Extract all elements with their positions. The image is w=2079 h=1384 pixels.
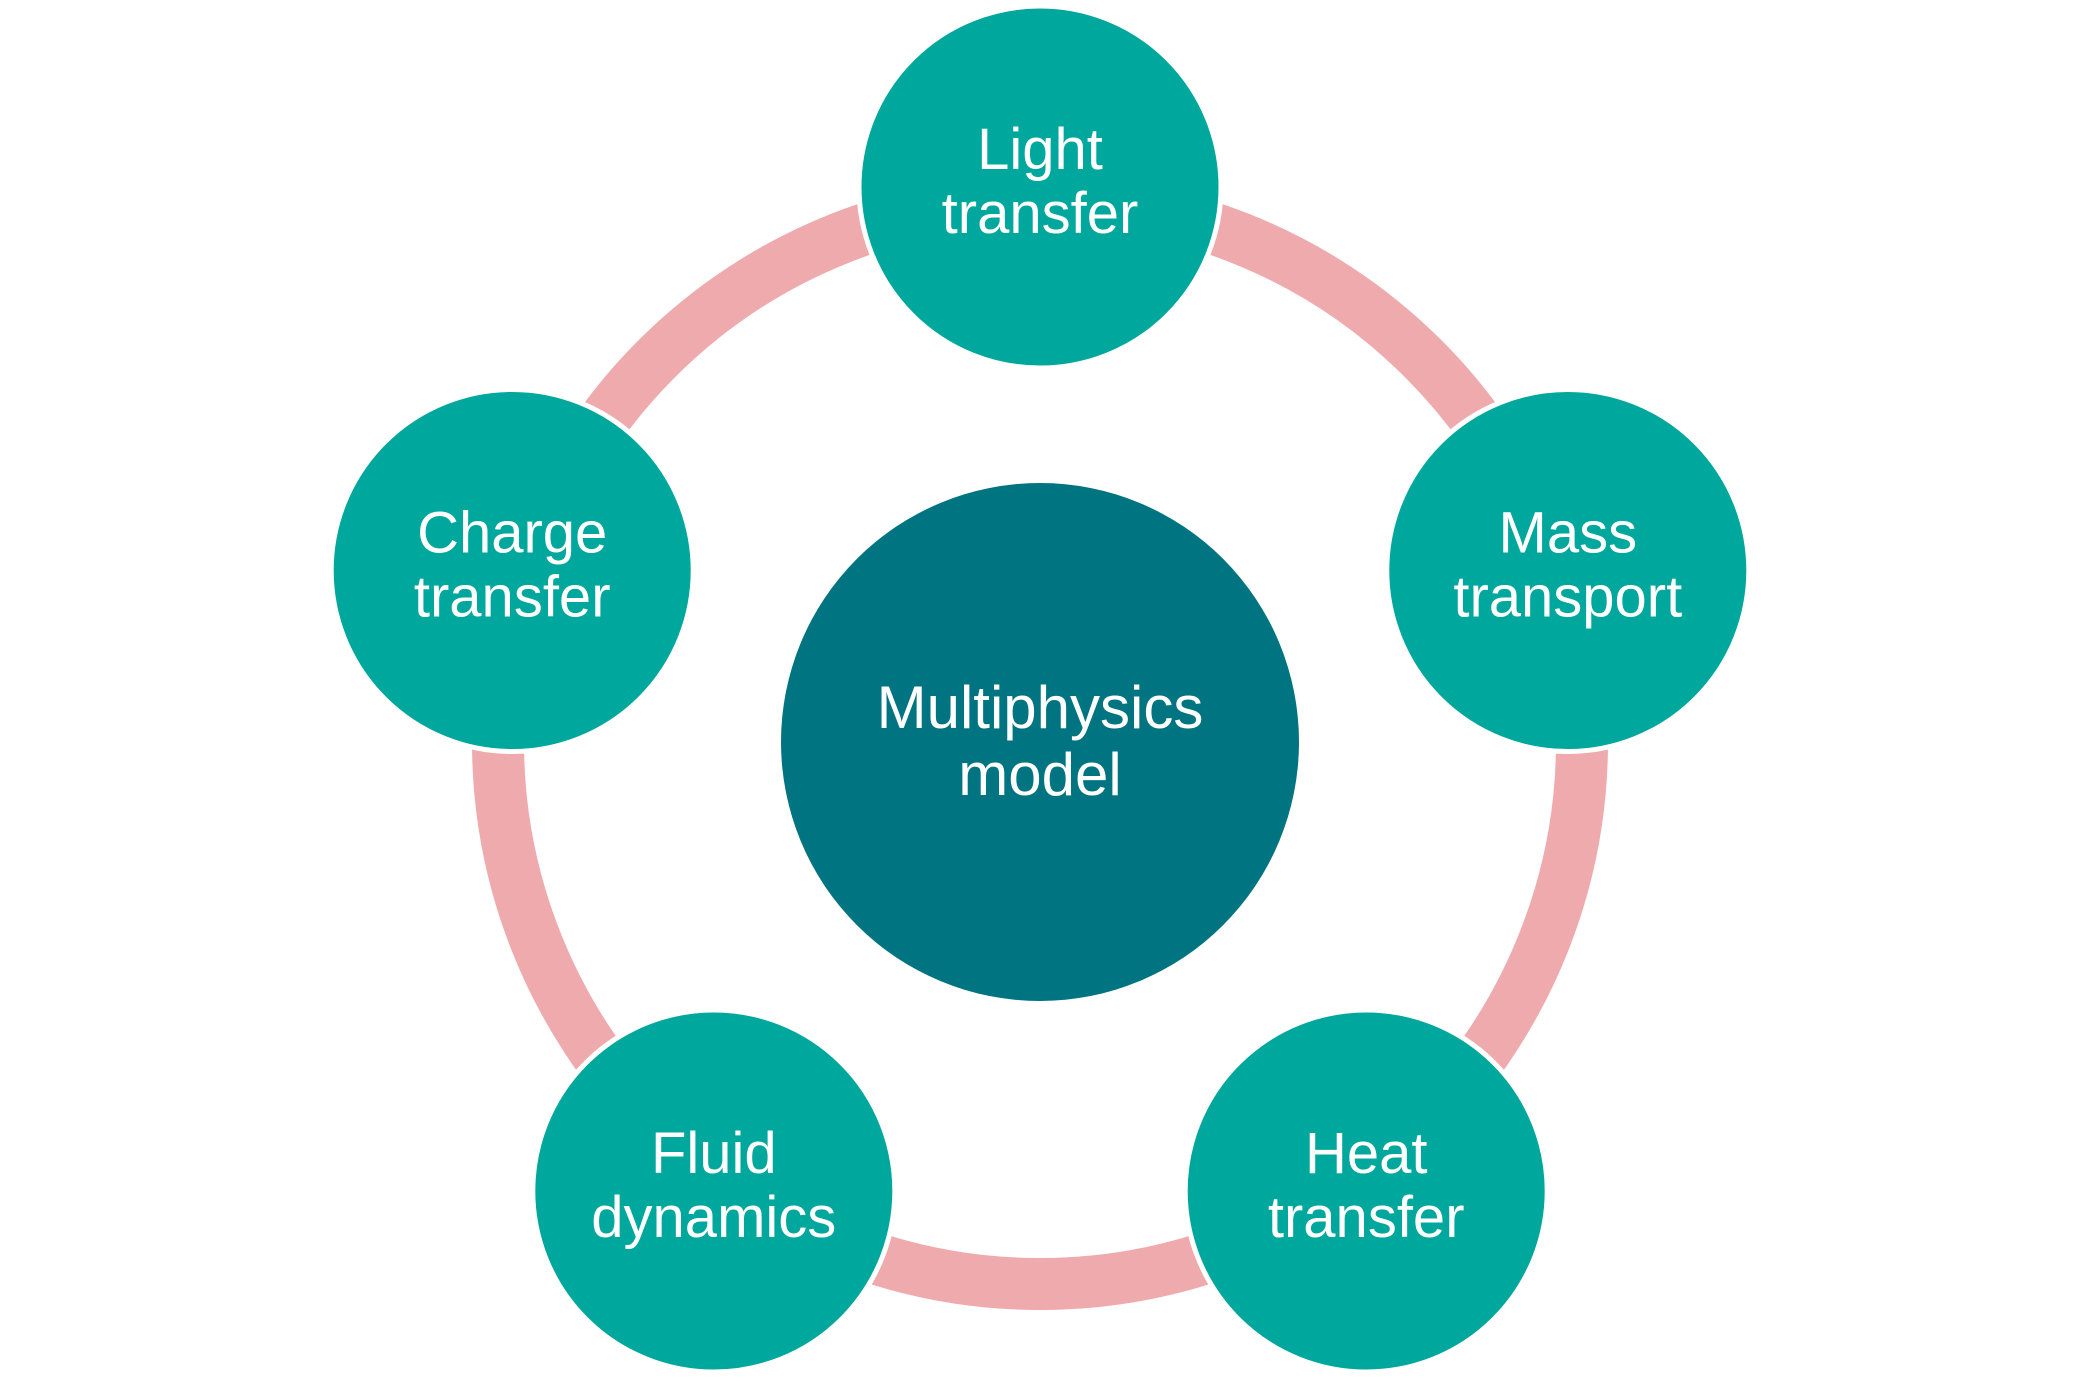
- node-label-line-2: transfer: [1268, 1185, 1465, 1250]
- node-circle: [856, 3, 1224, 371]
- node-circle: [328, 387, 696, 754]
- node-label-line-1: Light: [977, 117, 1103, 182]
- node-circle: [1182, 1007, 1550, 1375]
- node-label-line-1: Charge: [417, 501, 607, 566]
- node-label-line-2: dynamics: [591, 1185, 836, 1250]
- center-circle: [781, 483, 1299, 1001]
- node-label-line-2: transport: [1453, 565, 1682, 630]
- node-label-line-2: transfer: [414, 565, 611, 630]
- node-label-line-2: transfer: [942, 181, 1139, 246]
- node-label-line-1: Fluid: [651, 1121, 777, 1186]
- node-circle: [530, 1007, 898, 1375]
- outer-nodes: LighttransferMasstransportHeattransferFl…: [328, 3, 1752, 1375]
- center-label-line-1: Multiphysics: [877, 674, 1204, 741]
- center-node: Multiphysics model: [781, 483, 1299, 1001]
- node-label-line-1: Mass: [1499, 501, 1638, 566]
- node-circle: [1384, 387, 1752, 754]
- node-label-line-1: Heat: [1305, 1121, 1428, 1186]
- center-label-line-2: model: [958, 741, 1121, 808]
